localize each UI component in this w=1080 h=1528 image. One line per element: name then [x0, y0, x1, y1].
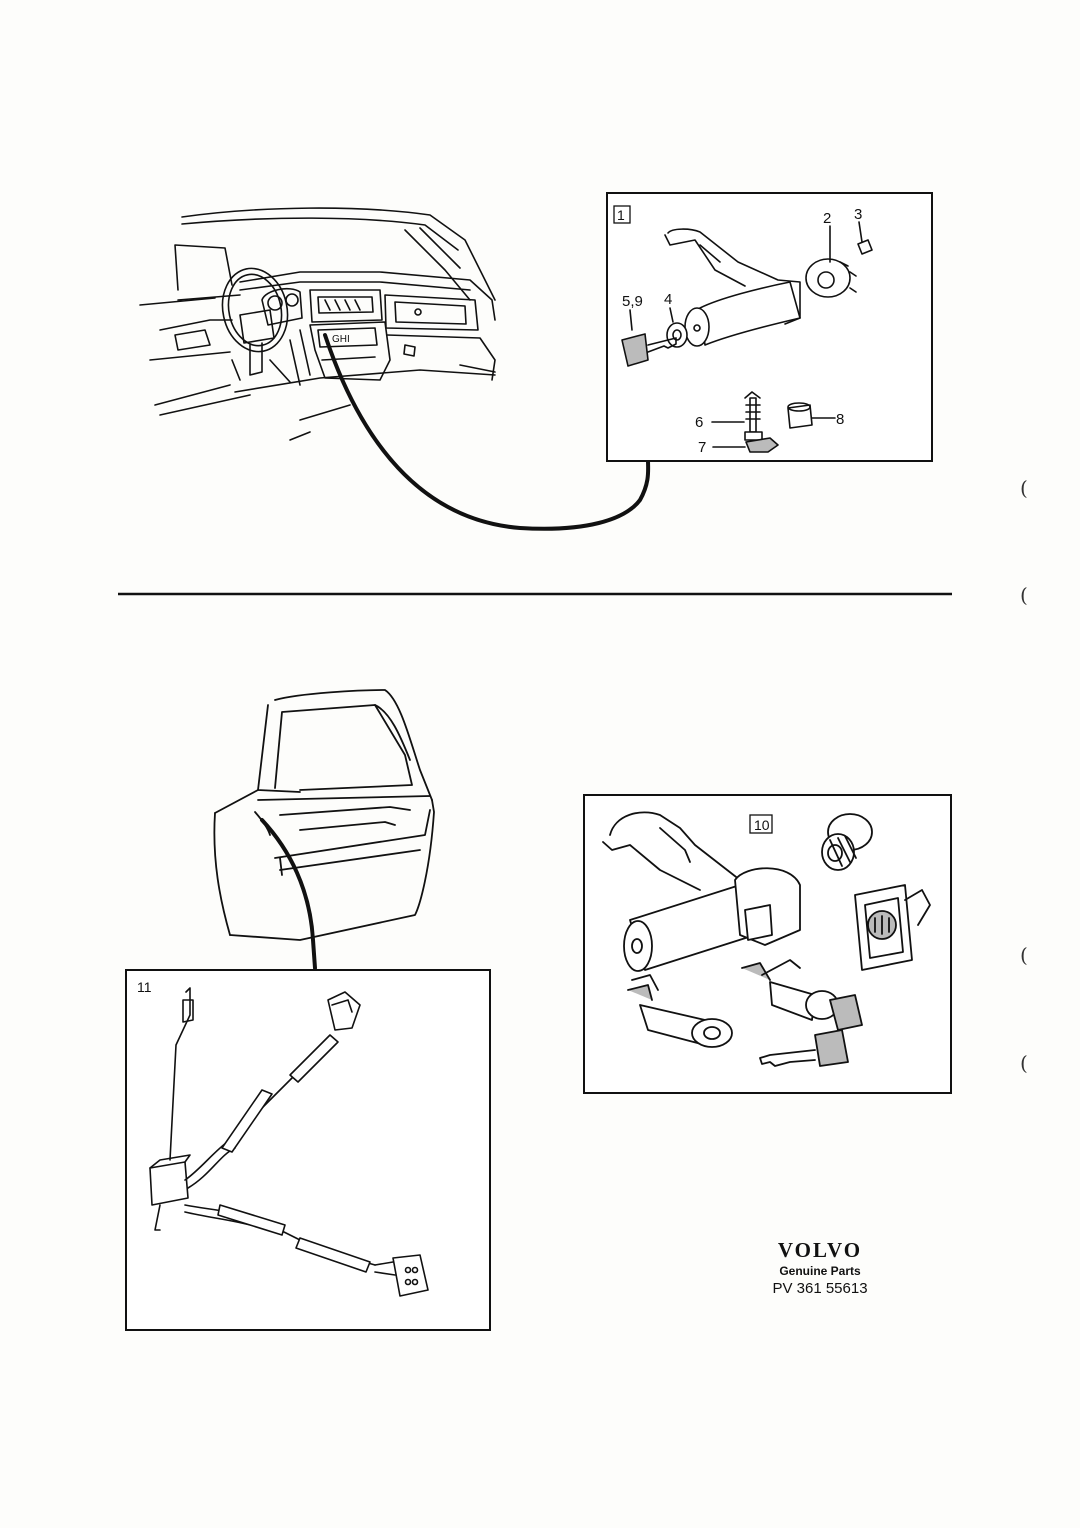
- brand-logo-text: VOLVO: [777, 1238, 863, 1262]
- margin-mark-3: (: [1020, 943, 1028, 967]
- door-lock-motor-harness: [149, 987, 429, 1297]
- callout-7: 7: [698, 439, 706, 456]
- callout-4: 4: [664, 291, 672, 308]
- margin-mark-2: (: [1020, 583, 1028, 607]
- callout-5-9: 5,9: [622, 293, 643, 310]
- callout-3: 3: [854, 206, 862, 223]
- callout-6: 6: [695, 414, 703, 431]
- leader-line-door: [260, 818, 317, 970]
- dashboard-illustration: GHI: [139, 207, 496, 441]
- box-number-11: 11: [137, 979, 152, 995]
- box-number-frame: [613, 205, 631, 224]
- margin-mark-1: (: [1020, 476, 1028, 500]
- callout-8: 8: [836, 411, 844, 428]
- margin-mark-4: (: [1020, 1051, 1028, 1075]
- door-illustration: [213, 689, 435, 941]
- box-number-frame-10: [749, 814, 773, 834]
- detail-box-1: [606, 192, 933, 462]
- part-reference: PV 361 55613: [772, 1280, 868, 1297]
- svg-text:GHI: GHI: [332, 334, 350, 345]
- footer-branding: VOLVO Genuine Parts PV 361 55613: [740, 1238, 900, 1298]
- box-number-10: 10: [754, 817, 770, 833]
- lock-set-assembly: [602, 811, 931, 1067]
- detail-box-11: [125, 969, 491, 1331]
- ignition-lock-assembly: [621, 221, 873, 453]
- brand-subtitle: Genuine Parts: [779, 1264, 861, 1278]
- leader-line-top: [323, 333, 651, 531]
- callout-2: 2: [823, 210, 831, 227]
- box-number-1: 1: [617, 207, 625, 223]
